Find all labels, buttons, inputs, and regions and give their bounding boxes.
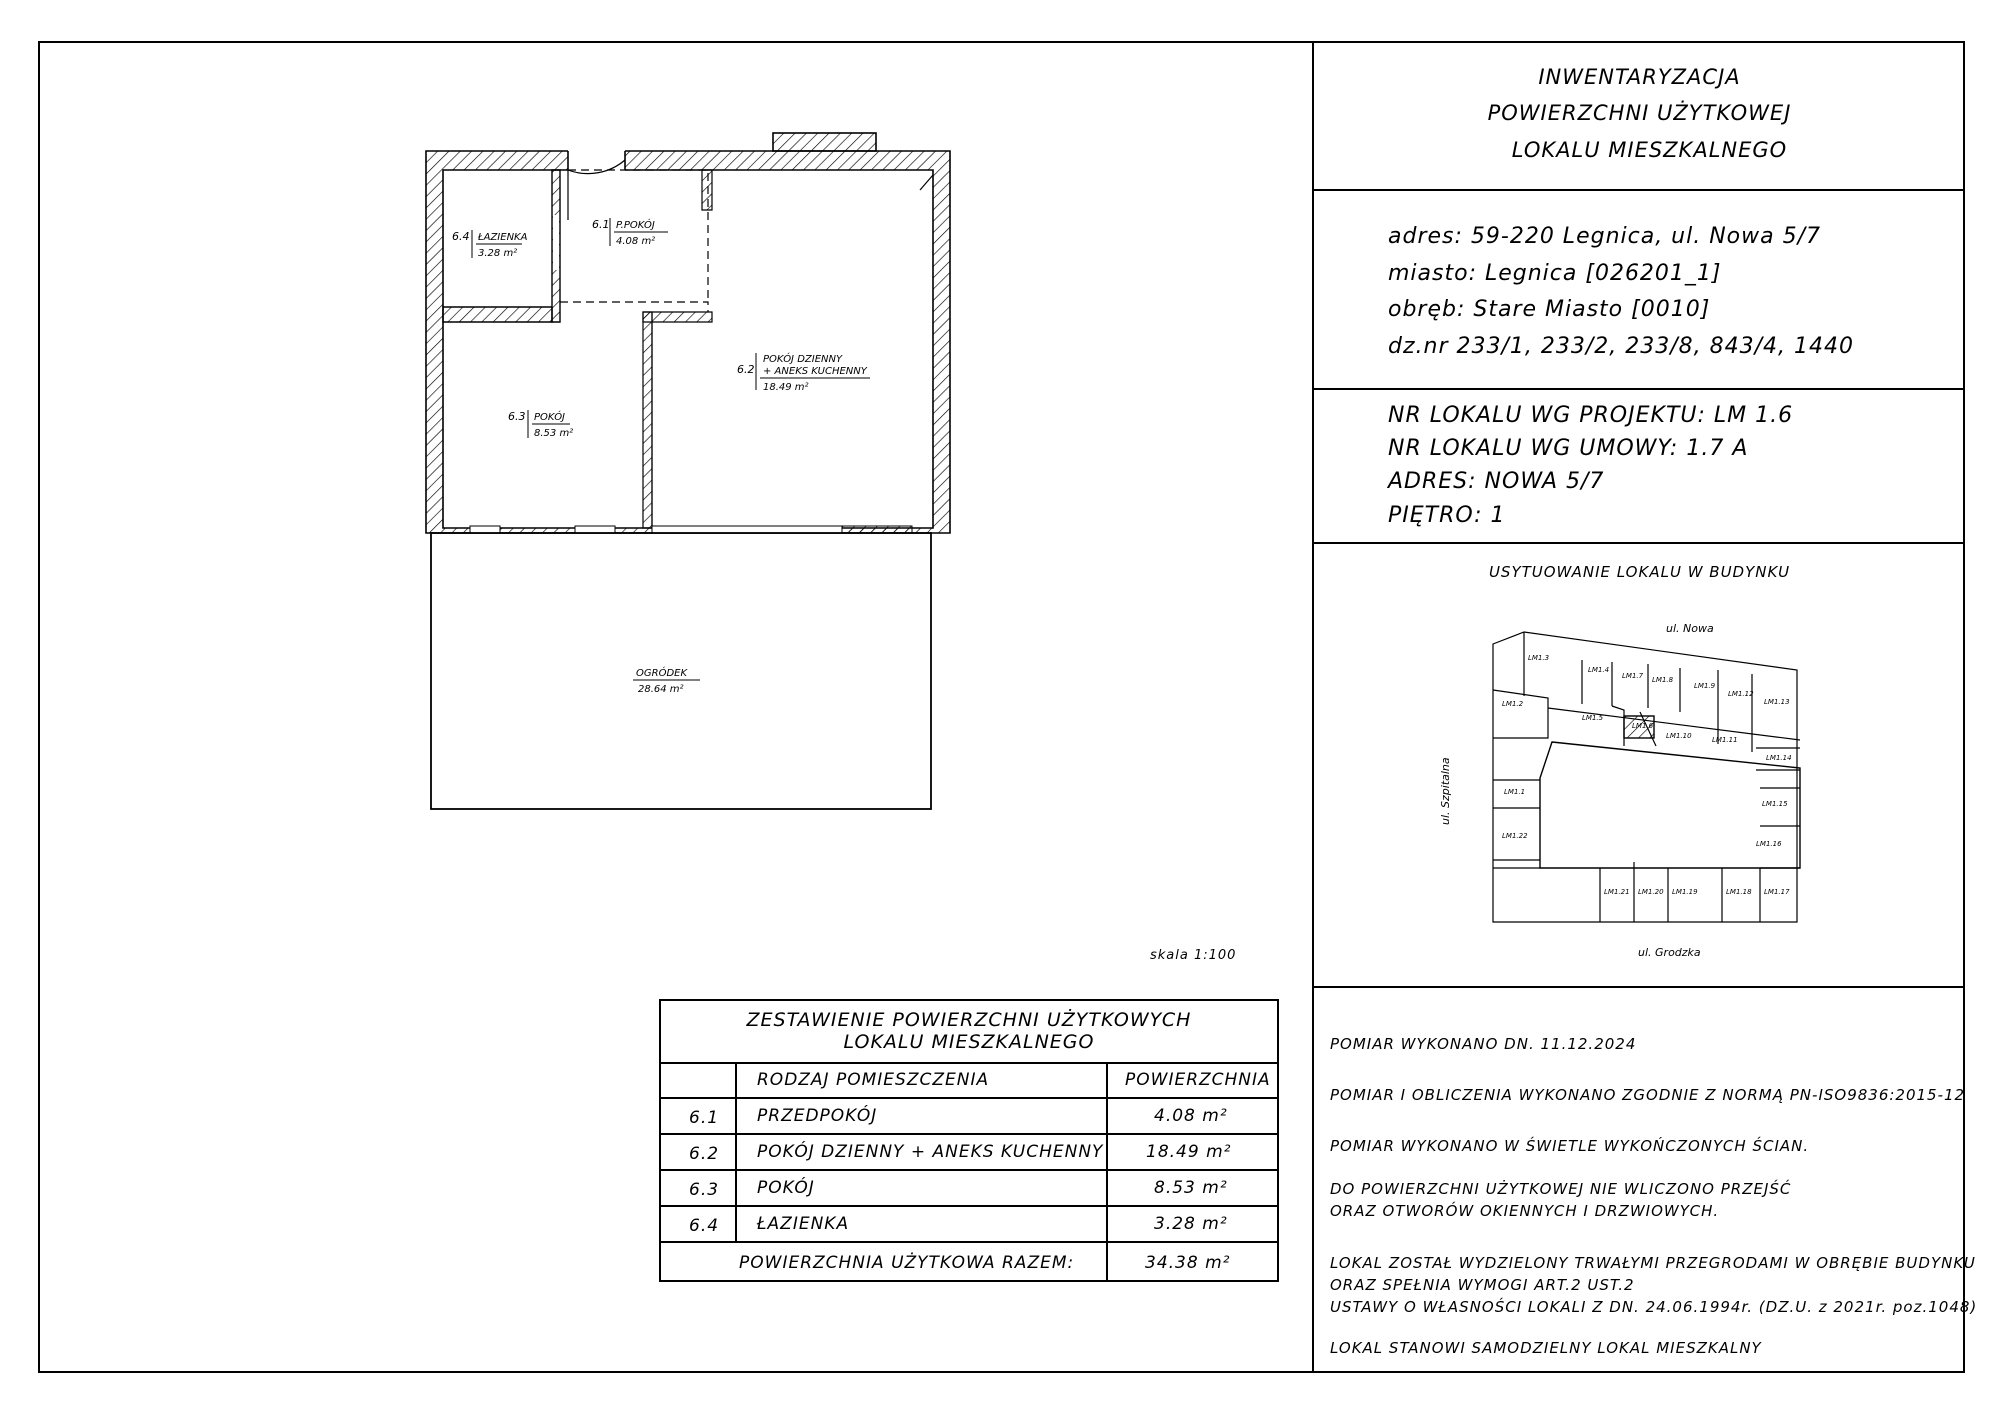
summary-row-name: PRZEDPOKÓJ: [757, 1106, 878, 1126]
unit-label: LM1.4: [1588, 666, 1609, 674]
summary-row-area: 4.08 m²: [1154, 1106, 1228, 1126]
bathroom-wall: [442, 306, 553, 323]
note-law-3: USTAWY O WŁASNOŚCI LOKALI Z DN. 24.06.19…: [1330, 1298, 1978, 1316]
unit-address: ADRES: NOWA 5/7: [1388, 469, 1605, 494]
room-6-2-number: 6.2: [737, 363, 755, 376]
garden-area: 28.64 m²: [638, 684, 684, 695]
unit-label: LM1.12: [1728, 690, 1754, 698]
room-6-1-name: P.POKÓJ: [616, 218, 655, 231]
summary-total-value: 34.38 m²: [1145, 1253, 1231, 1273]
room-6-3-name: POKÓJ: [534, 410, 565, 423]
precinct-line: obręb: Stare Miasto [0010]: [1388, 297, 1711, 322]
title-line-2: POWIERZCHNI UŻYTKOWEJ: [1487, 101, 1792, 125]
entry-door-swing: [567, 159, 626, 175]
unit-label: LM1.14: [1766, 754, 1792, 762]
unit-label: LM1.22: [1502, 832, 1528, 840]
summary-row-name: POKÓJ: [757, 1178, 815, 1198]
room-6-4-name: ŁAZIENKA: [477, 232, 528, 243]
room-6-2-name2: + ANEKS KUCHENNY: [763, 366, 868, 377]
outer-wall: [425, 150, 951, 534]
location-heading: USYTUOWANIE LOKALU W BUDYNKU: [1488, 563, 1791, 581]
summary-row-area: 8.53 m²: [1154, 1178, 1228, 1198]
room-6-2-area: 18.49 m²: [763, 382, 809, 393]
note-law-1: LOKAL ZOSTAŁ WYDZIELONY TRWAŁYMI PRZEGRO…: [1330, 1254, 1976, 1272]
summary-row-no: 6.1: [689, 1108, 720, 1128]
unit-label: LM1.5: [1582, 714, 1604, 722]
chimney: [772, 132, 877, 152]
unit-label: LM1.20: [1638, 888, 1664, 896]
living-room-wall: [701, 169, 713, 211]
title-column-divider: [1312, 41, 1314, 1373]
unit-contract-number: NR LOKALU WG UMOWY: 1.7 A: [1388, 436, 1749, 461]
summary-row-no: 6.4: [689, 1216, 720, 1236]
summary-row-name: POKÓJ DZIENNY + ANEKS KUCHENNY: [757, 1142, 1104, 1162]
room-6-3-area: 8.53 m²: [534, 428, 573, 439]
title-block: INWENTARYZACJA POWIERZCHNI UŻYTKOWEJ LOK…: [1314, 43, 1965, 189]
unit-label: LM1.21: [1604, 888, 1630, 896]
street-grodzka: ul. Grodzka: [1638, 946, 1701, 959]
unit-label: LM1.8: [1652, 676, 1674, 684]
garden-name: OGRÓDEK: [636, 666, 688, 679]
room-6-1-area: 4.08 m²: [616, 236, 655, 247]
room-6-4-area: 3.28 m²: [478, 248, 517, 259]
note-independent: LOKAL STANOWI SAMODZIELNY LOKAL MIESZKAL…: [1330, 1339, 1762, 1357]
room-6-2-name: POKÓJ DZIENNY: [763, 352, 843, 365]
unit-label: LM1.11: [1712, 736, 1738, 744]
col-header-area: POWIERZCHNIA: [1125, 1070, 1271, 1090]
summary-row-no: 6.3: [689, 1180, 720, 1200]
summary-title-1: ZESTAWIENIE POWIERZCHNI UŻYTKOWYCH: [746, 1009, 1192, 1031]
summary-title-2: LOKALU MIESZKALNEGO: [843, 1031, 1095, 1053]
summary-row-name: ŁAZIENKA: [757, 1214, 850, 1234]
drawing-frame: [38, 41, 1965, 1373]
unit-label: LM1.16: [1756, 840, 1782, 848]
summary-row-area: 3.28 m²: [1154, 1214, 1228, 1234]
unit-label: LM1.3: [1528, 654, 1549, 662]
unit-floor: PIĘTRO: 1: [1388, 503, 1506, 528]
unit-label: LM1.15: [1762, 800, 1788, 808]
room-6-3-number: 6.3: [508, 410, 526, 423]
room-6-4-number: 6.4: [452, 230, 470, 243]
room-6-1-number: 6.1: [592, 218, 610, 231]
living-room-wall: [642, 311, 713, 323]
divider-1: [1312, 189, 1965, 191]
summary-row-no: 6.2: [689, 1144, 720, 1164]
garden-outline: [430, 532, 932, 810]
note-date: POMIAR WYKONANO DN. 11.12.2024: [1330, 1035, 1637, 1053]
unit-label: LM1.9: [1694, 682, 1716, 690]
unit-label: LM1.18: [1726, 888, 1752, 896]
note-walls: POMIAR WYKONANO W ŚWIETLE WYKOŃCZONYCH Ś…: [1330, 1137, 1810, 1155]
summary-row-area: 18.49 m²: [1146, 1142, 1232, 1162]
city-line: miasto: Legnica [026201_1]: [1388, 261, 1722, 286]
unit-label: LM1.10: [1666, 732, 1692, 740]
parcels-line: dz.nr 233/1, 233/2, 233/8, 843/4, 1440: [1388, 334, 1855, 359]
note-excluded-2: ORAZ OTWORÓW OKIENNYCH I DRZWIOWYCH.: [1330, 1202, 1720, 1220]
divider-3: [1312, 542, 1965, 544]
unit-label: LM1.19: [1672, 888, 1698, 896]
unit-label: LM1.2: [1502, 700, 1524, 708]
note-norm: POMIAR I OBLICZENIA WYKONANO ZGODNIE Z N…: [1330, 1086, 1966, 1104]
title-line-1: INWENTARYZACJA: [1538, 65, 1741, 89]
summary-total-label: POWIERZCHNIA UŻYTKOWA RAZEM:: [739, 1253, 1075, 1273]
col-header-room: RODZAJ POMIESZCZENIA: [757, 1070, 990, 1090]
location-map: [1492, 631, 1801, 923]
street-szpitalna: ul. Szpitalna: [1439, 757, 1452, 825]
unit-project-number: NR LOKALU WG PROJEKTU: LM 1.6: [1388, 403, 1794, 428]
address-line: adres: 59-220 Legnica, ul. Nowa 5/7: [1388, 224, 1822, 249]
scale-label: skala 1:100: [1150, 948, 1237, 963]
title-line-3: LOKALU MIESZKALNEGO: [1511, 138, 1788, 162]
unit-label: LM1.7: [1622, 672, 1644, 680]
area-summary-table: ZESTAWIENIE POWIERZCHNI UŻYTKOWYCH LOKAL…: [659, 999, 1279, 1282]
divider-4: [1312, 986, 1965, 988]
unit-label: LM1.17: [1764, 888, 1790, 896]
street-nowa: ul. Nowa: [1666, 622, 1714, 635]
living-room-wall: [642, 311, 653, 529]
note-law-2: ORAZ SPEŁNIA WYMOGI ART.2 UST.2: [1330, 1276, 1635, 1294]
unit-label: LM1.6: [1632, 722, 1654, 730]
divider-2: [1312, 388, 1965, 390]
unit-label: LM1.13: [1764, 698, 1790, 706]
note-excluded-1: DO POWIERZCHNI UŻYTKOWEJ NIE WLICZONO PR…: [1330, 1180, 1792, 1198]
unit-label: LM1.1: [1504, 788, 1525, 796]
